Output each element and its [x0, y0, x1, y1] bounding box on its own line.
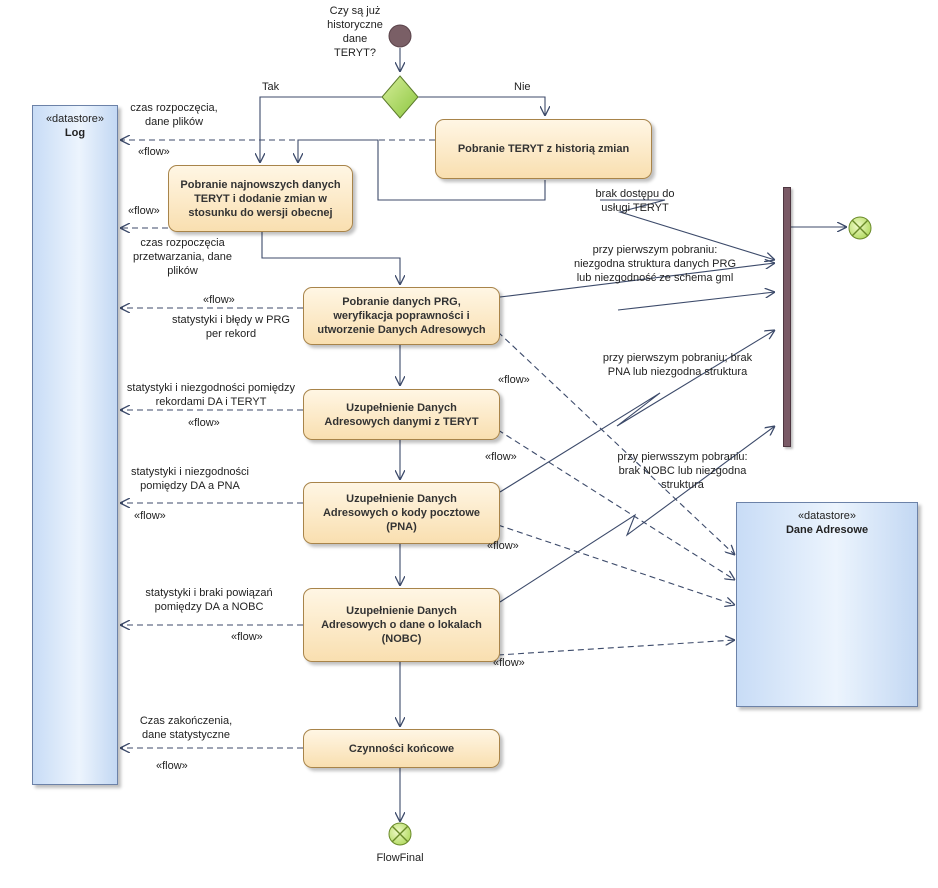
- flow-final-right: [848, 216, 872, 240]
- flow-final-label: FlowFinal: [376, 852, 424, 864]
- objflow-prg-da: [497, 331, 735, 555]
- flow-decision-nie: [418, 96, 545, 116]
- label-log-koncowe: Czas zakończenia, dane statystyczne: [139, 715, 233, 741]
- action-pobranie-teryt-historia: Pobranie TERYT z historią zmian: [435, 119, 652, 179]
- flow-label-5: «flow»: [134, 510, 166, 522]
- decision-no-label: Nie: [514, 81, 531, 93]
- flow-najnowsze-to-prg: [261, 232, 400, 285]
- action-uzupelnienie-nobc: Uzupełnienie Danych Adresowych o dane o …: [303, 588, 500, 662]
- action-pobranie-najnowszych-teryt: Pobranie najnowszych danych TERYT i doda…: [168, 165, 353, 232]
- flow-teryt-hist-to-najnowsze: [298, 139, 546, 201]
- action-uzupelnienie-pna: Uzupełnienie Danych Adresowych o kody po…: [303, 482, 500, 544]
- log-stereotype: «datastore»: [45, 113, 105, 125]
- label-log-nobc: statystyki i braki powiązań pomiędzy DA …: [145, 587, 273, 613]
- flow-label-2: «flow»: [128, 205, 160, 217]
- flow-label-9: «flow»: [485, 451, 517, 463]
- label-log-prg: statystyki i błędy w PRG per rekord: [172, 314, 290, 340]
- decision-yes-label: Tak: [262, 81, 280, 93]
- dane-adresowe-name: Dane Adresowe: [785, 524, 869, 536]
- flow-label-7: «flow»: [156, 760, 188, 772]
- join-bar: [783, 187, 791, 447]
- datastore-dane-adresowe: «datastore» Dane Adresowe: [736, 502, 918, 707]
- objflow-teryt-da: [497, 429, 735, 580]
- decision-node: [381, 75, 419, 119]
- flow-label-4: «flow»: [188, 417, 220, 429]
- action-czynnosci-koncowe: Czynności końcowe: [303, 729, 500, 768]
- exception-flow-teryt: [600, 199, 775, 260]
- objflow-nobc-da: [497, 640, 735, 656]
- flow-label-3: «flow»: [203, 294, 235, 306]
- datastore-log: «datastore» Log: [32, 105, 118, 785]
- exception-flow-pna: [499, 330, 775, 493]
- exception-flow-prg-2: [617, 292, 775, 311]
- dane-adresowe-stereotype: «datastore»: [797, 510, 857, 522]
- label-brak-nobc: przy pierwsszym pobraniu: brak NOBC lub …: [617, 451, 748, 491]
- initial-node: [388, 24, 412, 48]
- flow-label-10: «flow»: [487, 540, 519, 552]
- flow-label-8: «flow»: [498, 374, 530, 386]
- action-pobranie-prg: Pobranie danych PRG, weryfikacja poprawn…: [303, 287, 500, 345]
- label-log-pna: statystyki i niezgodności pomiędzy DA a …: [131, 466, 249, 492]
- flow-label-1: «flow»: [138, 146, 170, 158]
- label-log-teryt: statystyki i niezgodności pomiędzy rekor…: [126, 382, 296, 408]
- label-log-czas-rozpoczecia: czas rozpoczęcia, dane plików: [130, 102, 218, 128]
- exception-flow-nobc: [499, 426, 775, 603]
- action-uzupelnienie-teryt: Uzupełnienie Danych Adresowych danymi z …: [303, 389, 500, 440]
- log-name: Log: [64, 127, 86, 139]
- label-niezgodna-struktura-prg: przy pierwszym pobraniu: niezgodna struk…: [573, 244, 737, 284]
- label-brak-dostepu-teryt: brak dostępu do usługi TERYT: [595, 188, 675, 214]
- flow-decision-tak: [260, 96, 382, 163]
- exception-flow-prg: [499, 263, 775, 298]
- label-log-przetwarzania: czas rozpoczęcia przetwarzania, dane pli…: [132, 237, 233, 277]
- flow-final-bottom: [388, 822, 412, 846]
- label-brak-pna: przy pierwszym pobraniu; brak PNA lub ni…: [602, 352, 753, 378]
- decision-question: Czy są już historyczne dane TERYT?: [327, 5, 383, 59]
- flow-label-11: «flow»: [493, 657, 525, 669]
- flow-label-6: «flow»: [231, 631, 263, 643]
- objflow-pna-da: [497, 524, 735, 605]
